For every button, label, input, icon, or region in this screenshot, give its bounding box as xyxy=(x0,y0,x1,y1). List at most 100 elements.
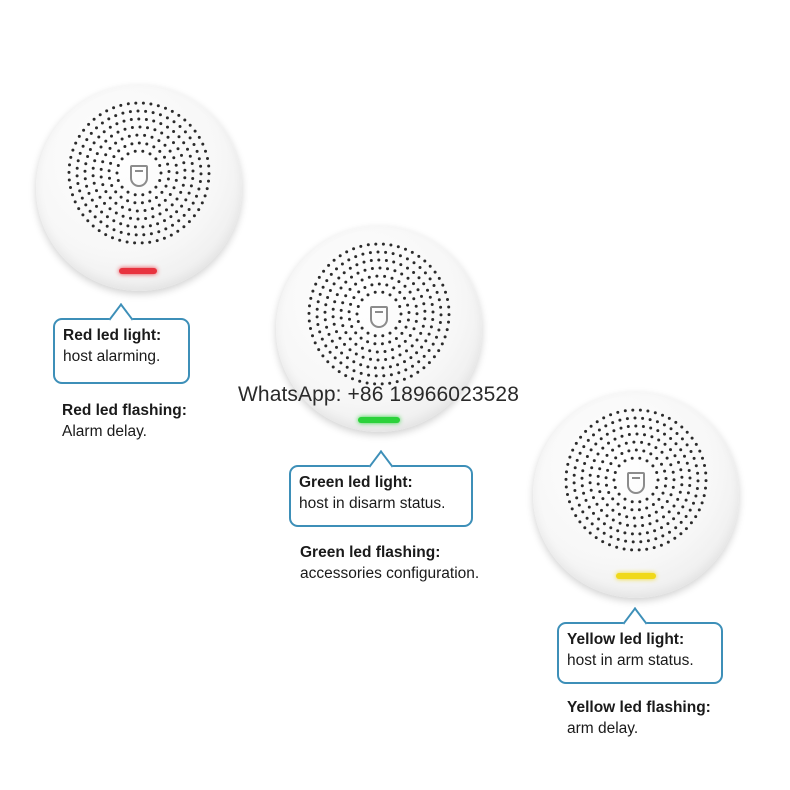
speaker-hole xyxy=(672,478,676,482)
speaker-hole xyxy=(187,220,191,224)
speaker-hole xyxy=(190,162,194,165)
speaker-hole xyxy=(164,184,168,188)
speaker-hole xyxy=(642,449,646,453)
speaker-hole xyxy=(356,271,360,275)
speaker-hole xyxy=(373,342,377,346)
speaker-hole xyxy=(640,440,644,444)
speaker-hole xyxy=(368,349,372,353)
speaker-hole xyxy=(446,298,449,301)
speaker-hole xyxy=(651,464,655,468)
speaker-hole xyxy=(689,450,693,453)
speaker-hole xyxy=(373,334,377,338)
speaker-hole xyxy=(677,511,681,515)
speaker-hole xyxy=(447,305,451,309)
speaker-hole xyxy=(390,276,394,280)
speaker-hole xyxy=(668,530,671,534)
speaker-hole xyxy=(118,238,122,242)
speaker-hole xyxy=(630,508,634,512)
speaker-hole xyxy=(638,408,642,412)
speaker-hole xyxy=(195,149,199,153)
speaker-hole xyxy=(581,469,585,473)
speaker-hole xyxy=(78,151,82,155)
speaker-hole xyxy=(403,339,407,343)
speaker-hole xyxy=(432,284,436,287)
speaker-hole xyxy=(613,471,617,474)
speaker-hole xyxy=(166,177,170,181)
speaker-hole xyxy=(666,540,670,544)
speaker-hole xyxy=(114,190,118,194)
speaker-hole xyxy=(178,125,182,128)
speaker-hole xyxy=(367,275,371,279)
speaker-hole xyxy=(406,276,410,280)
speaker-hole xyxy=(679,532,683,536)
speaker-hole xyxy=(343,342,346,346)
speaker-hole xyxy=(100,121,104,125)
speaker-hole xyxy=(653,411,657,415)
speaker-hole xyxy=(93,215,97,219)
speaker-hole xyxy=(678,490,682,494)
speaker-hole xyxy=(88,148,92,151)
speaker-hole xyxy=(328,350,332,354)
speaker-hole xyxy=(611,421,615,425)
speaker-hole xyxy=(609,526,613,530)
speaker-hole xyxy=(662,515,665,519)
speaker-hole xyxy=(698,449,702,453)
speaker-hole xyxy=(609,413,613,417)
speaker-hole xyxy=(174,163,178,167)
speaker-hole xyxy=(120,137,124,141)
speaker-hole xyxy=(423,271,427,275)
speaker-hole xyxy=(663,432,666,436)
speaker-hole xyxy=(157,139,161,143)
speaker-hole xyxy=(615,545,619,549)
speaker-hole xyxy=(348,317,351,321)
speaker-hole xyxy=(630,548,634,552)
callout-desc: host in arm status. xyxy=(567,652,694,669)
speaker-hole xyxy=(337,276,341,280)
speaker-hole xyxy=(584,498,588,502)
speaker-hole xyxy=(622,547,626,551)
speaker-hole xyxy=(141,101,145,105)
speaker-hole xyxy=(167,170,171,173)
speaker-hole xyxy=(120,185,124,189)
speaker-hole xyxy=(572,481,576,485)
speaker-hole xyxy=(688,484,692,487)
speaker-hole xyxy=(119,222,123,226)
speaker-hole xyxy=(191,177,195,180)
speaker-hole xyxy=(633,524,637,528)
red-led-indicator xyxy=(119,268,157,274)
speaker-hole xyxy=(602,522,606,526)
speaker-hole xyxy=(327,332,331,336)
speaker-hole xyxy=(568,500,571,504)
speaker-hole xyxy=(381,334,385,338)
speaker-hole xyxy=(660,462,663,466)
speaker-hole xyxy=(617,464,621,468)
speaker-hole xyxy=(182,141,186,145)
note-desc: arm delay. xyxy=(567,720,639,737)
speaker-hole xyxy=(656,429,660,433)
speaker-hole xyxy=(83,177,87,181)
speaker-hole xyxy=(694,442,698,446)
speaker-hole xyxy=(590,466,594,470)
speaker-hole xyxy=(650,435,654,439)
speaker-hole xyxy=(369,259,373,262)
speaker-hole xyxy=(652,546,656,550)
speaker-hole xyxy=(114,211,118,215)
speaker-hole xyxy=(328,289,332,292)
speaker-hole xyxy=(443,335,447,339)
speaker-hole xyxy=(142,233,146,237)
speaker-hole xyxy=(617,512,621,516)
speaker-hole xyxy=(102,130,106,134)
speaker-hole xyxy=(585,516,589,520)
speaker-hole xyxy=(679,448,683,452)
speaker-hole xyxy=(432,355,436,359)
speaker-hole xyxy=(386,267,389,271)
speaker-hole xyxy=(115,122,119,126)
speaker-hole xyxy=(382,374,386,378)
speaker-hole xyxy=(440,342,444,346)
speaker-hole xyxy=(85,184,89,188)
speaker-hole xyxy=(437,328,441,332)
speaker-hole xyxy=(626,425,630,428)
speaker-hole xyxy=(612,478,616,482)
speaker-hole xyxy=(663,469,667,473)
speaker-hole xyxy=(89,131,93,135)
